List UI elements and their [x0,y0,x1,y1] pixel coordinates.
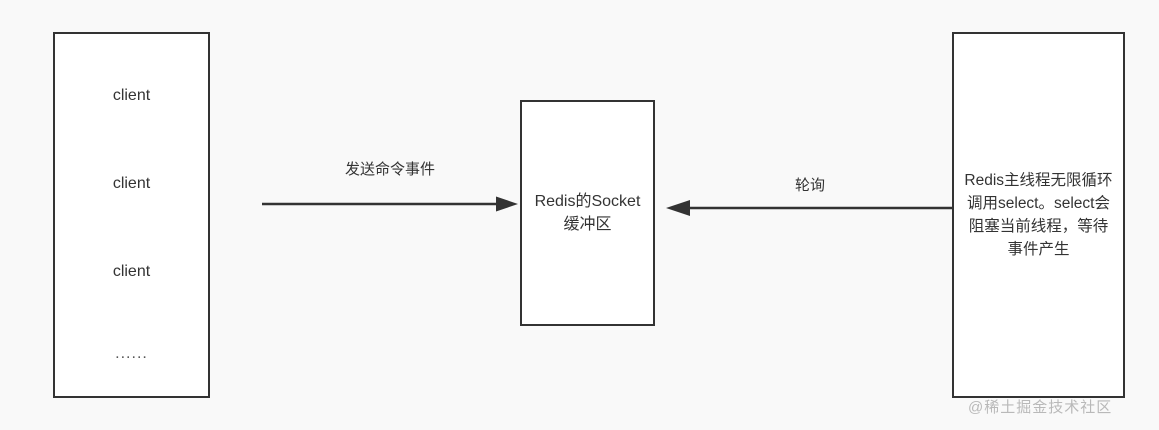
redis-socket-buffer-label: Redis的Socket缓冲区 [534,192,641,233]
poll-label: 轮询 [794,177,825,194]
client-label: client [112,175,151,192]
send-command-event-arrow [262,196,518,212]
client-label: client [112,263,151,280]
poll-arrow [666,200,954,216]
client-ellipsis-label: ...... [115,345,148,362]
redis-socket-buffer-box: Redis的Socket缓冲区 [520,100,655,326]
client-label: client [112,87,151,104]
send-command-event-label: 发送命令事件 [344,161,435,178]
client-box: client client client ...... [53,32,210,398]
redis-main-thread-label: Redis主线程无限循环调用select。select会阻塞当前线程，等待事件产… [964,171,1113,259]
redis-main-thread-box: Redis主线程无限循环调用select。select会阻塞当前线程，等待事件产… [952,32,1125,398]
watermark: @稀土掘金技术社区 [968,399,1113,416]
